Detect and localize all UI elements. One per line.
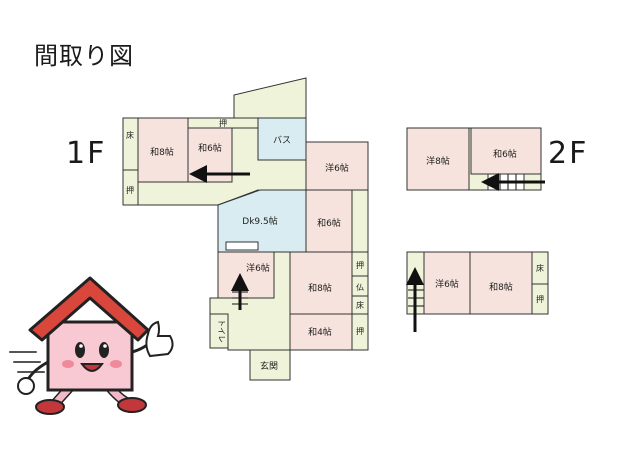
label-2f-yo8: 洋8帖 [426,155,450,167]
room-2f-wa6 [470,127,542,175]
room-wa8-low [289,251,353,315]
plan-1f [122,77,369,381]
label-wa6-mid: 和6帖 [317,217,341,229]
label-2f-wa6: 和6帖 [493,148,517,160]
room-2f-yo6 [423,251,471,315]
room-wa6-mid [305,189,353,253]
label-wa8-top: 和8帖 [150,146,174,158]
label-oshi-top: 押 [219,118,227,128]
stairs-2f-lower [406,267,424,332]
room-bath [257,117,307,161]
room-yo6-right [305,141,369,191]
house-mascot-icon [9,276,174,415]
label-2f-wa8: 和8帖 [489,281,513,293]
room-oshi-bottom [351,313,369,351]
label-2f-yo6: 洋6帖 [435,278,459,290]
plan-2f-lower [406,251,549,315]
label-toko-right: 床 [356,300,364,310]
room-2f-oshi [531,283,549,315]
floor-label-1f: 1F [66,136,107,171]
label-yo6-left: 洋6帖 [246,262,270,274]
plan-2f-upper [406,127,542,191]
label-bath: バス [273,135,291,146]
room-wa4 [289,313,353,351]
stairs-1f [231,273,249,310]
label-genkan: 玄関 [260,360,278,372]
kitchen-counter [225,241,259,251]
label-toilet: トイレ [217,319,226,343]
room-toko-left [122,117,139,171]
label-2f-toko: 床 [536,263,544,273]
label-wa4: 和4帖 [308,326,332,338]
label-butsu: 仏 [356,283,364,292]
room-oshi-left [122,169,139,206]
label-oshi-left: 押 [126,185,134,195]
label-dk: Dk9.5帖 [242,215,277,227]
label-wa8-low: 和8帖 [308,282,332,294]
room-2f-yo8 [406,127,470,191]
label-yo6-right: 洋6帖 [325,162,349,174]
labels-2f: 洋8帖 和6帖 洋6帖 和8帖 床 押 [426,148,544,304]
label-wa6-top: 和6帖 [198,142,222,154]
label-oshi-right: 押 [356,260,364,270]
room-wa8-top [137,117,189,183]
labels-1f: 和8帖 和6帖 バス 洋6帖 Dk9.5帖 和6帖 洋6帖 和8帖 和4帖 玄関… [126,118,364,372]
page-title: 間取り図 [34,42,134,70]
label-oshi-bottom: 押 [356,326,364,336]
room-toilet [209,313,229,349]
room-yo6-left [217,251,275,299]
label-2f-oshi: 押 [536,294,544,304]
floor-label-2f: 2F [548,136,589,171]
label-toko-left: 床 [126,130,134,140]
room-genkan [249,349,291,381]
stair-lines-2f-upper [499,174,517,190]
